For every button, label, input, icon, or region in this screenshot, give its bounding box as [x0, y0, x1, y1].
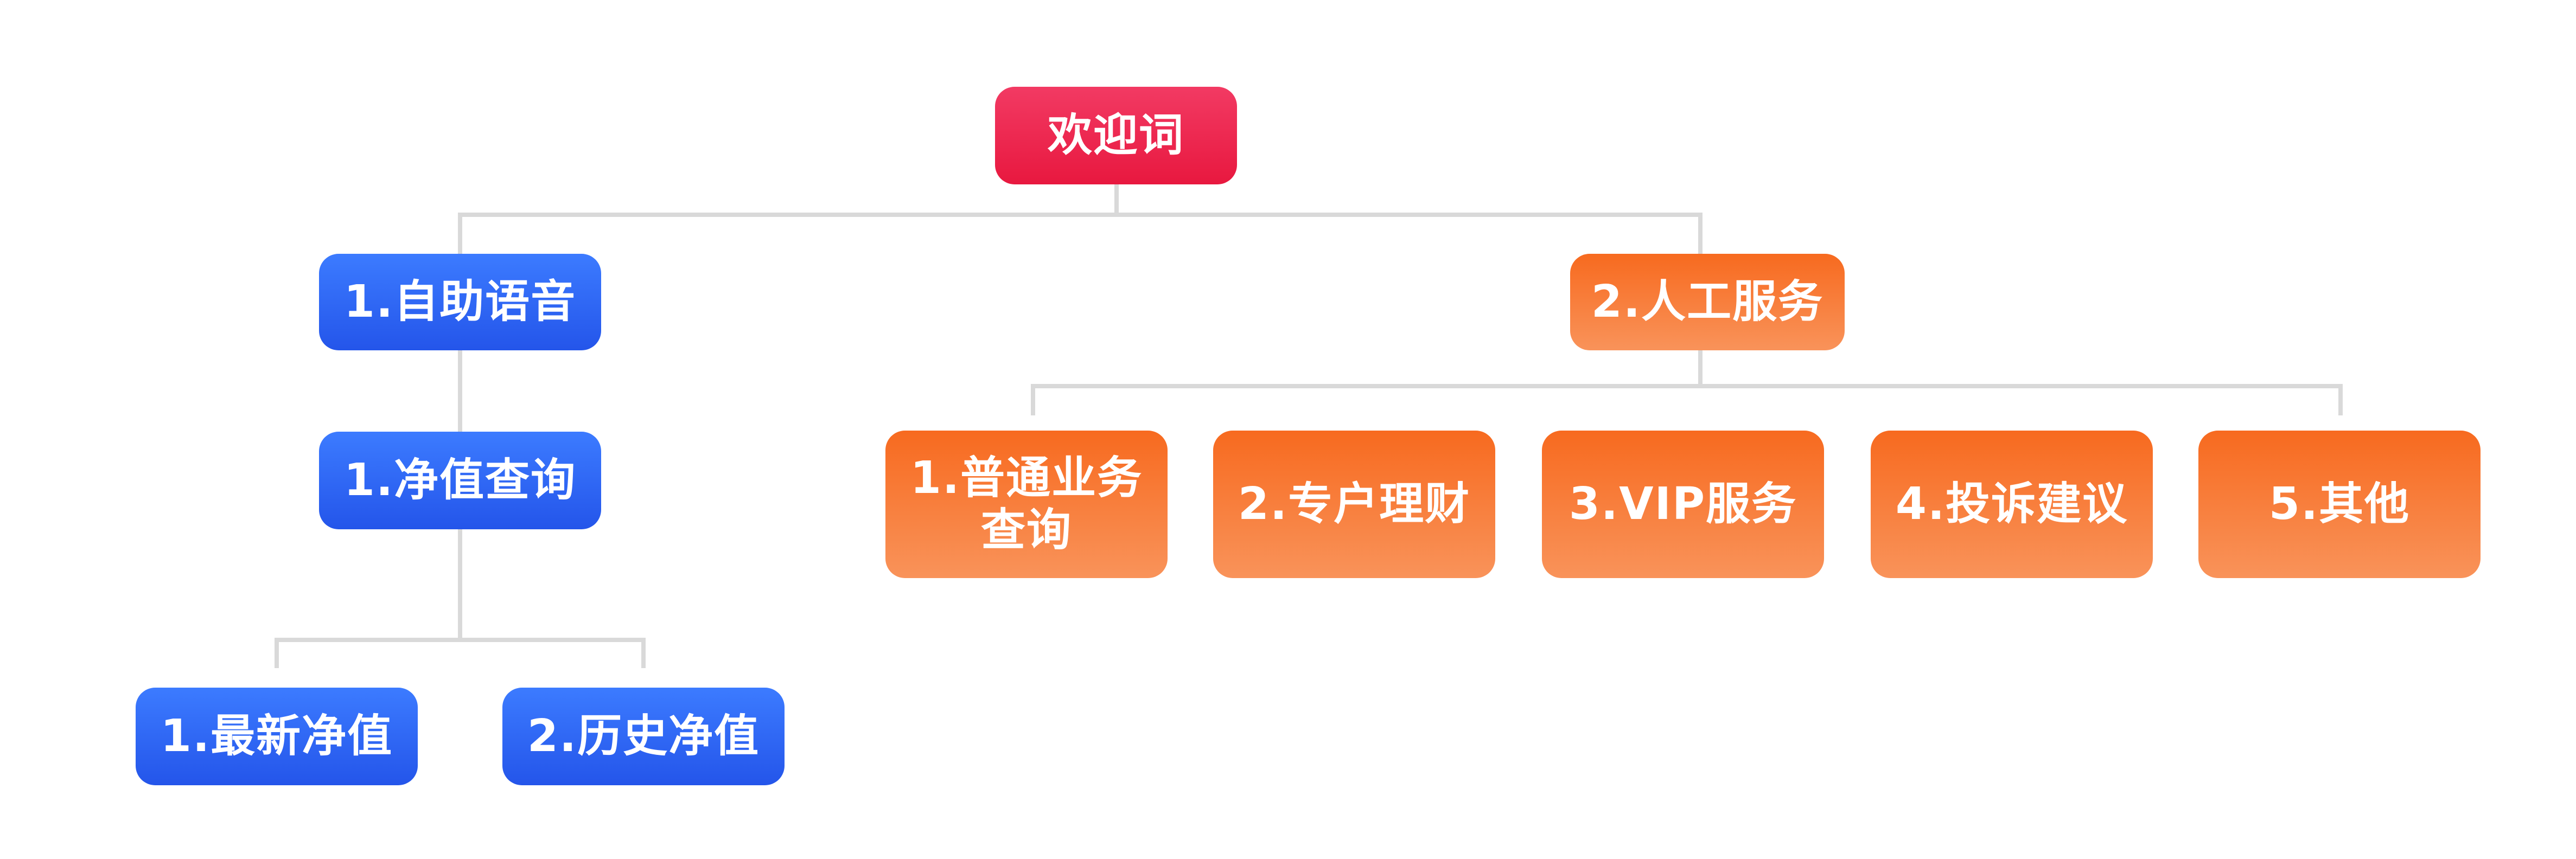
- node-latest-nav[interactable]: 1.最新净值: [136, 688, 418, 785]
- node-nav-query-label: 1.净值查询: [343, 454, 577, 506]
- node-root-welcome[interactable]: 欢迎词: [995, 87, 1237, 184]
- node-general-business-query-label: 1.普通业务 查询: [910, 452, 1143, 556]
- node-history-nav[interactable]: 2.历史净值: [502, 688, 785, 785]
- node-special-account-finance-label: 2.专户理财: [1238, 478, 1471, 530]
- node-manual-service[interactable]: 2.人工服务: [1570, 254, 1845, 350]
- node-manual-service-label: 2.人工服务: [1591, 276, 1824, 328]
- node-general-business-query[interactable]: 1.普通业务 查询: [885, 431, 1168, 578]
- node-other[interactable]: 5.其他: [2198, 431, 2481, 578]
- node-root-label: 欢迎词: [1047, 110, 1184, 161]
- node-self-service-voice[interactable]: 1.自助语音: [319, 254, 601, 350]
- node-latest-nav-label: 1.最新净值: [160, 710, 393, 762]
- node-other-label: 5.其他: [2268, 478, 2411, 530]
- node-special-account-finance[interactable]: 2.专户理财: [1213, 431, 1495, 578]
- node-vip-service-label: 3.VIP服务: [1568, 478, 1797, 530]
- node-vip-service[interactable]: 3.VIP服务: [1542, 431, 1824, 578]
- node-complaint-suggestion-label: 4.投诉建议: [1895, 478, 2128, 530]
- node-self-service-voice-label: 1.自助语音: [343, 276, 577, 328]
- node-nav-query[interactable]: 1.净值查询: [319, 432, 601, 529]
- node-history-nav-label: 2.历史净值: [527, 710, 760, 762]
- node-complaint-suggestion[interactable]: 4.投诉建议: [1871, 431, 2153, 578]
